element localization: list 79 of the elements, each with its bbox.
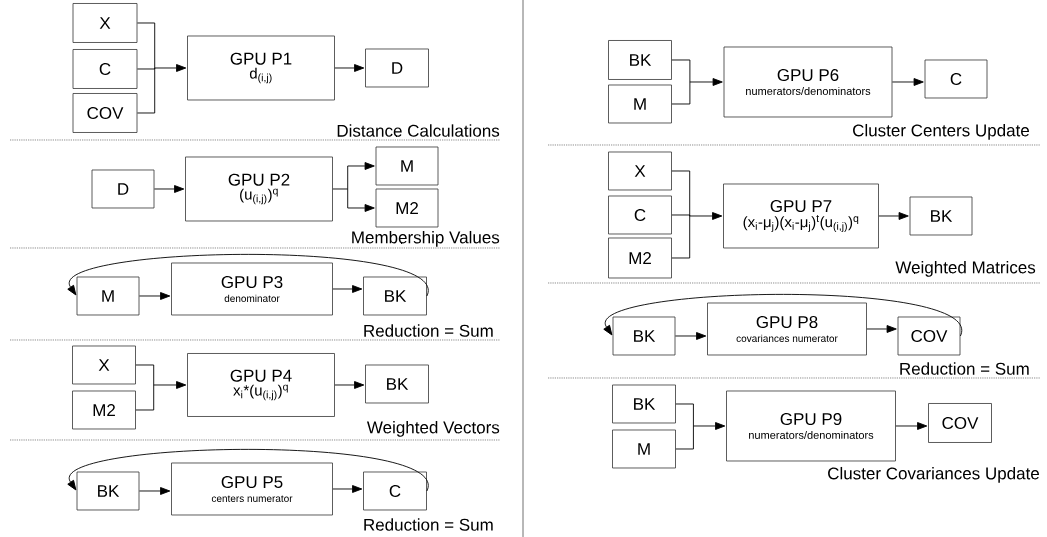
data-box: X xyxy=(72,345,136,385)
arrow xyxy=(334,64,365,72)
connector-line xyxy=(675,403,694,427)
data-box: BK xyxy=(612,316,676,356)
data-box: COV xyxy=(897,316,961,356)
arrow xyxy=(878,212,909,220)
data-box: COV xyxy=(72,93,138,133)
data-box: C xyxy=(363,471,427,511)
connector-line xyxy=(671,214,691,217)
process-box: GPU P7 (x$_{i}$-μ$_{j}$)(x$_{i}$-μ$_{j}$)$^{t}$(u$_{(i,j)}$)$^{q}$ xyxy=(723,183,879,249)
process-box: GPU P4 x$_{i}$*(u$_{(i,j)}$)$^{q}$ xyxy=(187,353,335,417)
arrow xyxy=(67,448,428,492)
process-box: GPU P9 numerators/denominators xyxy=(726,390,896,462)
data-box: C xyxy=(72,49,138,89)
data-box: M2 xyxy=(375,188,439,228)
data-box: C xyxy=(924,59,988,99)
data-box: BK xyxy=(608,40,672,80)
data-box: X xyxy=(608,151,672,191)
process-box: GPU P6 numerators/denominators xyxy=(723,46,893,118)
data-box: M xyxy=(608,84,672,124)
data-box: X xyxy=(72,3,138,43)
connector-line xyxy=(671,215,691,259)
data-box: M2 xyxy=(608,237,672,279)
data-box: BK xyxy=(363,276,427,316)
arrow xyxy=(154,64,187,72)
connector-line xyxy=(135,384,155,411)
process-box: GPU P3 denominator xyxy=(171,262,333,316)
connector-line xyxy=(136,22,156,69)
process-box: GPU P1 d$_{(i,j)}$ xyxy=(187,35,335,101)
data-box: C xyxy=(608,195,672,235)
arrow xyxy=(674,332,707,340)
connector-line xyxy=(332,188,349,190)
data-box: BK xyxy=(76,471,140,511)
arrow xyxy=(689,212,723,220)
arrow xyxy=(153,381,187,389)
section-title: Weighted Vectors xyxy=(366,420,500,437)
arrow xyxy=(153,185,185,193)
data-box: D xyxy=(365,48,429,88)
arrow xyxy=(332,485,363,493)
arrow xyxy=(138,292,171,300)
arrow xyxy=(603,293,961,337)
section-title: Weighted Matrices xyxy=(895,260,1036,277)
data-box: BK xyxy=(909,196,973,236)
arrow xyxy=(138,487,171,495)
connector-line xyxy=(671,59,691,83)
data-box: BK xyxy=(612,384,676,424)
arrow xyxy=(332,285,363,293)
section-title: Reduction = Sum xyxy=(900,362,1029,375)
arrow xyxy=(347,188,375,212)
section-title: Reduction = Sum xyxy=(364,324,493,337)
arrow xyxy=(347,162,375,190)
arrow xyxy=(692,422,726,430)
data-box: M xyxy=(76,276,140,316)
arrow xyxy=(67,253,428,297)
arrow xyxy=(334,381,365,389)
section-title: Cluster Centers Update xyxy=(853,123,1029,140)
connector-line xyxy=(136,67,156,114)
arrow xyxy=(866,325,897,333)
data-box: BK xyxy=(365,364,429,404)
data-box: M xyxy=(612,429,676,469)
section-title: Cluster Covariances Update xyxy=(828,466,1039,483)
data-box: D xyxy=(91,169,155,209)
process-box: GPU P2 (u$_{(i,j)}$)$^{q}$ xyxy=(185,156,333,222)
connector-line xyxy=(675,425,694,450)
data-box: COV xyxy=(928,403,992,443)
process-box: GPU P5 centers numerator xyxy=(171,462,333,516)
data-box: M xyxy=(375,146,439,186)
connector-line xyxy=(135,364,155,386)
section-title: Membership Values xyxy=(352,230,500,247)
process-box: GPU P8 covariances numerator xyxy=(707,302,867,356)
connector-line xyxy=(136,67,156,70)
arrow xyxy=(891,78,924,86)
data-box: M2 xyxy=(72,390,136,430)
connector-line xyxy=(671,81,691,105)
section-title: Distance Calculations xyxy=(337,124,500,137)
arrow xyxy=(689,78,723,86)
arrow xyxy=(895,422,928,430)
connector-line xyxy=(671,170,691,217)
section-title: Reduction = Sum xyxy=(364,518,493,531)
